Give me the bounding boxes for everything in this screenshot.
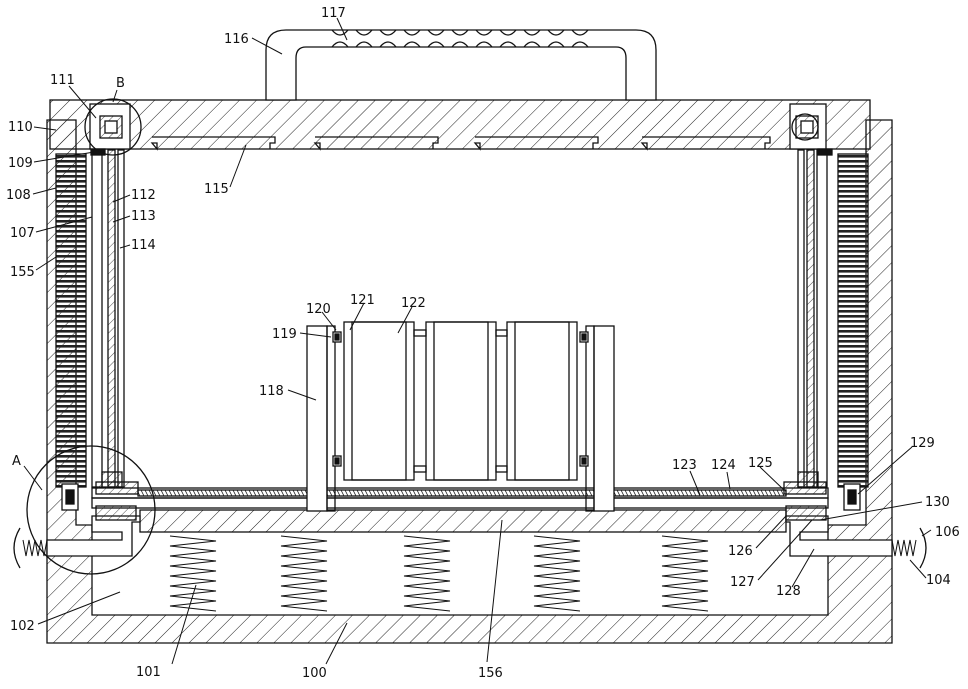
label-118: 118 <box>259 384 284 399</box>
left-end-block-inner <box>66 490 74 504</box>
right-end-block-inner <box>848 490 856 504</box>
label-109: 109 <box>8 156 33 171</box>
label-108: 108 <box>6 188 31 203</box>
label-106: 106 <box>935 525 960 540</box>
label-130: 130 <box>925 495 950 510</box>
right-external-spring <box>892 540 916 556</box>
label-b: B <box>116 76 125 91</box>
battery-cells <box>344 322 577 480</box>
left-guide-assembly <box>91 116 124 487</box>
left-pad <box>14 528 20 568</box>
fin-column-left <box>56 154 86 487</box>
label-113: 113 <box>131 209 156 224</box>
holder-post-right <box>594 326 614 511</box>
holder-post-left <box>307 326 327 511</box>
label-125: 125 <box>748 456 773 471</box>
label-155: 155 <box>10 265 35 280</box>
right-guide-assembly <box>796 116 832 487</box>
label-101: 101 <box>136 665 161 680</box>
label-111: 111 <box>50 73 75 88</box>
label-121: 121 <box>350 293 375 308</box>
label-127: 127 <box>730 575 755 590</box>
label-107: 107 <box>10 226 35 241</box>
support-plate <box>140 510 786 532</box>
label-100: 100 <box>302 666 327 681</box>
fin-column-right <box>838 154 868 487</box>
label-110: 110 <box>8 120 33 135</box>
label-104: 104 <box>926 573 951 588</box>
label-102: 102 <box>10 619 35 634</box>
label-129: 129 <box>910 436 935 451</box>
screw-thread <box>138 490 786 496</box>
label-122: 122 <box>401 296 426 311</box>
label-126: 126 <box>728 544 753 559</box>
right-slider-block <box>784 482 826 494</box>
label-115: 115 <box>204 182 229 197</box>
label-124: 124 <box>711 458 736 473</box>
left-slider-block <box>96 482 138 494</box>
holder-rail-right <box>586 326 594 511</box>
label-156: 156 <box>478 666 503 681</box>
label-114: 114 <box>131 238 156 253</box>
label-128: 128 <box>776 584 801 599</box>
label-120: 120 <box>306 302 331 317</box>
label-119: 119 <box>272 327 297 342</box>
left-push-rod-block <box>96 506 136 520</box>
holder-rail-left <box>327 326 335 511</box>
springs <box>170 536 708 611</box>
rail-lower <box>92 498 828 508</box>
handle <box>266 30 656 100</box>
label-a: A <box>12 454 21 469</box>
label-117: 117 <box>321 6 346 21</box>
top-lid <box>50 100 870 149</box>
label-112: 112 <box>131 188 156 203</box>
label-123: 123 <box>672 458 697 473</box>
label-116: 116 <box>224 32 249 47</box>
right-push-rod-block <box>786 506 826 520</box>
